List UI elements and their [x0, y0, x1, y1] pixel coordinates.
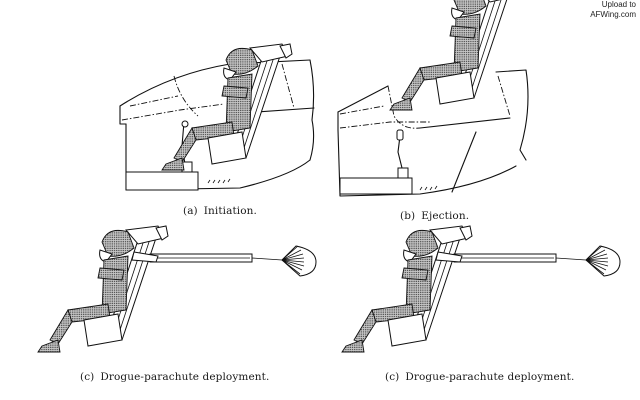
caption-c-right-label: (c)	[385, 371, 400, 383]
caption-a-text: Initiation.	[203, 205, 257, 217]
caption-c-left: (c) Drogue-parachute deployment.	[80, 371, 269, 383]
watermark-line-2: AFWing.com	[590, 10, 636, 19]
caption-b-label: (b)	[400, 210, 416, 222]
panel-c-drogue-right	[341, 225, 621, 353]
caption-c-right: (c) Drogue-parachute deployment.	[385, 371, 574, 383]
caption-c-right-text: Drogue-parachute deployment.	[405, 371, 575, 383]
caption-c-left-text: Drogue-parachute deployment.	[100, 371, 270, 383]
caption-b-text: Ejection.	[421, 210, 470, 222]
caption-c-left-label: (c)	[80, 371, 95, 383]
panel-a-initiation	[119, 43, 315, 191]
watermark: Upload to AFWing.com	[590, 0, 636, 20]
caption-b: (b) Ejection.	[400, 210, 469, 222]
panel-b-ejection	[337, 0, 529, 197]
caption-a: (a) Initiation.	[183, 205, 257, 217]
watermark-line-1: Upload to	[601, 0, 636, 9]
panel-c-drogue-left	[37, 225, 317, 353]
caption-a-label: (a)	[183, 205, 198, 217]
